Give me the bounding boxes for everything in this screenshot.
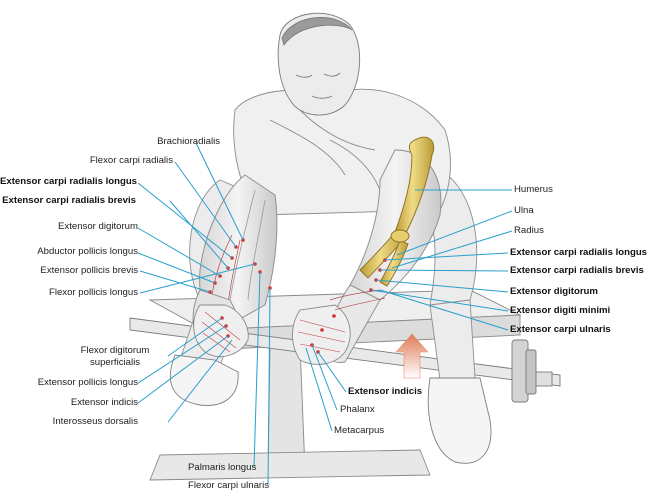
arm-bones [359, 136, 435, 287]
label-radius: Radius [514, 225, 544, 236]
label-interosseus-dorsalis: Interosseus dorsalis [52, 416, 138, 427]
label-extensor-pollicis-longus: Extensor pollicis longus [37, 377, 138, 388]
label-flexor-carpi-radialis: Flexor carpi radialis [89, 155, 173, 166]
leader-lines [137, 142, 513, 486]
shoes [169, 354, 492, 464]
label-humerus: Humerus [514, 184, 553, 195]
label-abductor-pollicis-longus: Abductor pollicis longus [37, 246, 138, 257]
label-extensor-digitorum-left: Extensor digitorum [58, 221, 138, 232]
label-extensor-indicis-center: Extensor indicis [348, 386, 423, 397]
label-phalanx: Phalanx [340, 404, 375, 415]
label-metacarpus: Metacarpus [334, 425, 385, 436]
label-flexor-carpi-ulnaris-bottom: Flexor carpi ulnaris [188, 480, 270, 491]
label-extensor-carpi-radialis-longus-right: Extensor carpi radialis longus [510, 247, 648, 258]
label-flexor-digitorum-superficialis-line1: Flexor digitorum [80, 345, 150, 356]
label-flexor-digitorum-superficialis-line2: superficialis [89, 357, 141, 368]
label-extensor-carpi-radialis-longus-left: Extensor carpi radialis longus [0, 176, 138, 187]
up-arrow [395, 333, 429, 379]
left-hand [193, 304, 249, 358]
label-flexor-pollicis-longus: Flexor pollicis longus [48, 287, 138, 298]
head [277, 12, 361, 116]
label-extensor-pollicis-brevis: Extensor pollicis brevis [40, 265, 138, 276]
label-extensor-carpi-radialis-brevis-left: Extensor carpi radialis brevis [2, 195, 136, 206]
label-extensor-carpi-radialis-brevis-right: Extensor carpi radialis brevis [510, 265, 644, 276]
label-ulna: Ulna [514, 205, 534, 216]
label-palmaris-longus: Palmaris longus [188, 462, 257, 473]
label-brachioradialis: Brachioradialis [157, 136, 220, 147]
label-extensor-digitorum-right: Extensor digitorum [510, 286, 598, 297]
label-extensor-digiti-minimi: Extensor digiti minimi [510, 305, 611, 316]
label-extensor-indicis-left: Extensor indicis [70, 397, 138, 408]
label-extensor-carpi-ulnaris: Extensor carpi ulnaris [510, 324, 611, 335]
